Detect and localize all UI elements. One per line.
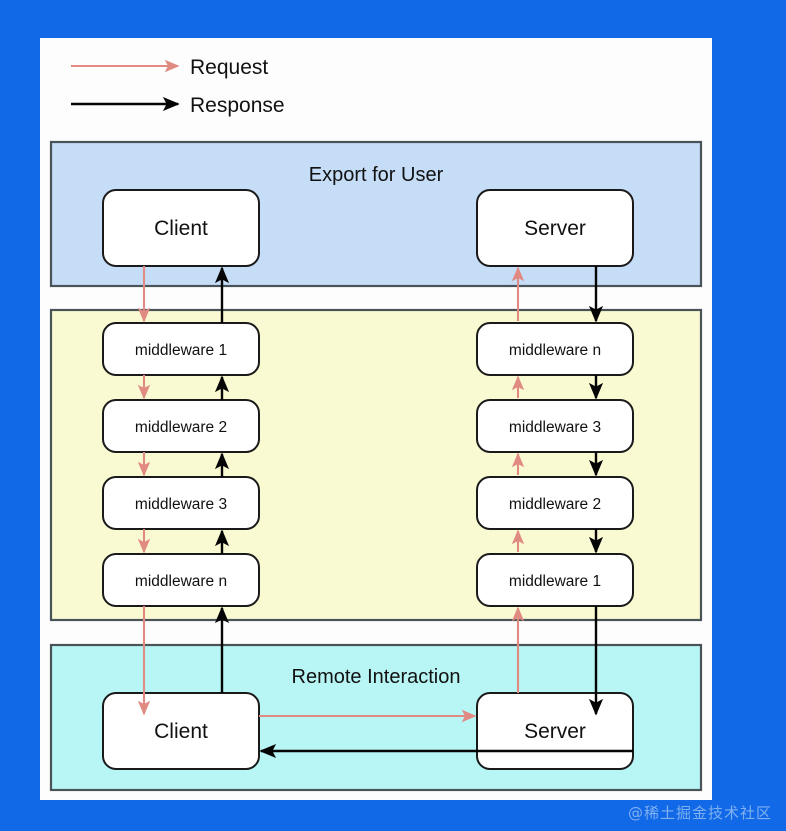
section-export-for-user: Export for User Client Server [49,140,703,288]
node-label-mw-left-3: middleware 3 [135,496,227,513]
node-label-mw-left-n: middleware n [135,573,227,590]
node-client-top[interactable] [102,189,260,267]
watermark-text: @稀土掘金技术社区 [627,804,772,822]
node-label-server-bottom: Server [524,720,586,743]
legend-label-request: Request [190,56,268,79]
section-title-export-for-user: Export for User [309,164,444,186]
section-title-remote-interaction: Remote Interaction [292,666,461,688]
legend-item-response: Response [71,94,285,117]
middleware-flow-diagram: Request Response Export for User Client … [49,56,703,792]
node-mw-right-1[interactable] [476,553,634,607]
section-middleware-stack: middleware 1 middleware 2 middleware 3 m… [49,308,703,622]
legend-item-request: Request [71,56,268,79]
node-label-mw-right-n: middleware n [509,342,601,359]
diagram-page: Request Response Export for User Client … [40,38,712,800]
flow-remote [259,709,633,759]
node-mw-left-n[interactable] [102,553,260,607]
node-mw-right-2[interactable] [476,476,634,530]
node-mw-left-1[interactable] [102,322,260,376]
legend-label-response: Response [190,94,285,117]
node-label-mw-left-1: middleware 1 [135,342,227,359]
node-label-mw-right-3: middleware 3 [509,419,601,436]
node-label-mw-right-1: middleware 1 [509,573,601,590]
node-mw-right-n[interactable] [476,322,634,376]
node-label-server-top: Server [524,217,586,240]
section-remote-interaction: Remote Interaction Client Server [49,643,703,792]
node-label-client-top: Client [154,217,208,240]
node-mw-right-3[interactable] [476,399,634,453]
legend: Request Response [71,56,285,117]
node-mw-left-2[interactable] [102,399,260,453]
node-label-client-bottom: Client [154,720,208,743]
node-mw-left-3[interactable] [102,476,260,530]
node-label-mw-right-2: middleware 2 [509,496,601,513]
node-label-mw-left-2: middleware 2 [135,419,227,436]
node-server-top[interactable] [476,189,634,267]
